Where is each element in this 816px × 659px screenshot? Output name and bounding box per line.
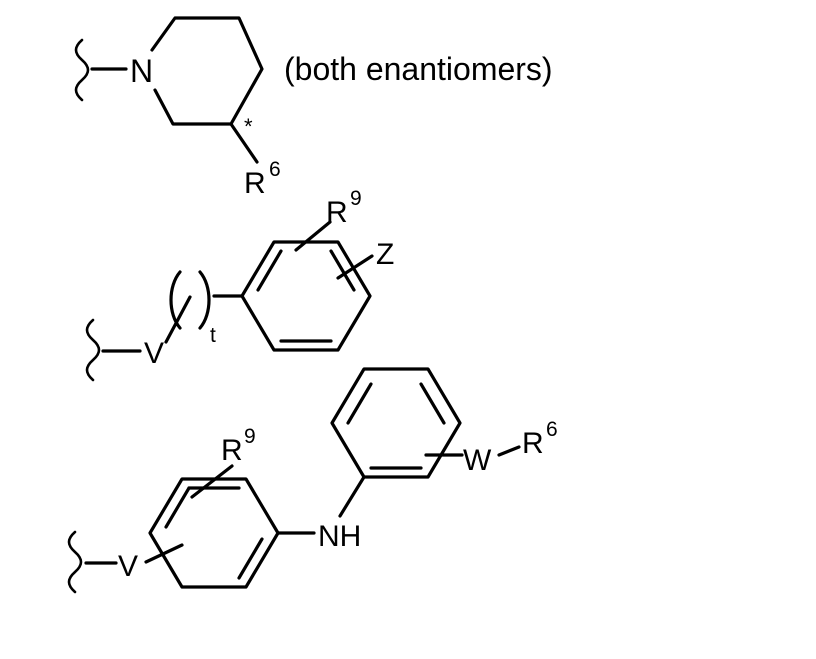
left-benzene-ring [150,479,278,587]
r9-symbol: R [326,196,348,229]
right-benzene-ring [332,369,460,477]
r6-superscript: 6 [269,158,281,181]
stereocenter-marker: * [244,114,253,139]
r6-superscript: 6 [546,418,558,441]
enantiomers-note: (both enantiomers) [284,51,553,87]
r9-superscript: 9 [350,187,362,210]
bond-to-r9 [296,222,330,250]
wavy-attachment-mark [69,532,81,592]
wavy-attachment-mark [76,40,88,100]
aromatic-double-bond [258,251,281,290]
structure-phenyl-chain: V t R 9 Z [87,187,394,380]
repeat-index-t: t [210,324,216,347]
r9-symbol: R [221,434,243,467]
bond-nh-to-ring [340,477,364,516]
structure-diarylamine: V R 9 NH W R 6 [69,369,558,592]
wavy-attachment-mark [87,320,99,380]
v-linker-label: V [118,550,138,583]
bond-w-to-r6 [499,447,519,455]
w-label: W [463,444,492,477]
amine-nh-label: NH [318,520,361,553]
r9-superscript: 9 [244,425,256,448]
bond-to-r9 [192,466,232,497]
r6-symbol: R [244,167,266,200]
structure-piperidine: N * R 6 (both enantiomers) [76,18,553,200]
repeat-bracket-right [200,272,209,328]
bond-to-z [338,256,372,278]
nitrogen-label: N [130,53,153,89]
aromatic-double-bond [166,488,189,527]
benzene-ring [242,242,370,350]
piperidine-ring [152,18,262,124]
z-substituent-label: Z [376,238,394,271]
v-linker-label: V [144,337,164,370]
r6-symbol: R [522,427,544,460]
aromatic-double-bond [239,539,262,578]
